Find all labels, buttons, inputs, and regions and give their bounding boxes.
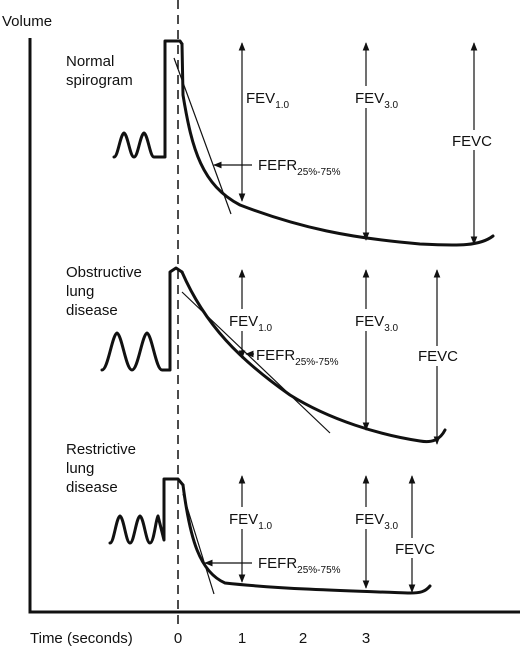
fev3-sub: 3.0 <box>384 521 398 532</box>
panel-normal: Normal spirogram FEV1.0 FEV3.0 FEFR25%-7… <box>66 39 496 247</box>
label-mask <box>228 309 272 331</box>
expiration-curve <box>180 42 495 247</box>
x-tick-3: 3 <box>362 630 370 647</box>
fefr-sub: 25%-75% <box>297 167 340 178</box>
label-mask <box>354 309 398 331</box>
label-mask <box>354 86 398 108</box>
fefr-main: FEFR <box>256 347 295 364</box>
panel-title-line: Restrictive <box>66 441 136 458</box>
fev1-main: FEV <box>246 90 275 107</box>
fevc-label: FEVC <box>418 348 458 365</box>
label-mask <box>393 538 439 558</box>
fev1-sub: 1.0 <box>258 521 272 532</box>
x-tick-0: 0 <box>174 630 182 647</box>
fev3-sub: 3.0 <box>384 100 398 111</box>
label-mask <box>354 507 398 529</box>
panel-title-line: lung <box>66 283 94 300</box>
fev3-main: FEV <box>355 511 384 528</box>
fefr-main: FEFR <box>258 555 297 572</box>
panel-title-line: Obstructive <box>66 264 142 281</box>
panel-restrictive: Restrictive lung disease FEV1.0 FEV3.0 F… <box>66 441 439 595</box>
fev3-main: FEV <box>355 90 384 107</box>
fev1-label: FEV1.0 <box>229 313 273 334</box>
panel-title-line: disease <box>66 302 118 319</box>
fev1-sub: 1.0 <box>275 100 289 111</box>
y-axis-label: Volume <box>2 13 52 30</box>
expiration-curve <box>180 270 447 444</box>
fevc-label: FEVC <box>452 133 492 150</box>
panel-title-line: Normal <box>66 53 114 70</box>
fev3-label: FEV3.0 <box>355 90 399 111</box>
fefr-tangent-line <box>182 493 215 595</box>
fefr-label: FEFR25%-75% <box>258 157 341 178</box>
label-mask <box>228 507 272 529</box>
label-mask <box>244 86 286 108</box>
panel-title-line: lung <box>66 460 94 477</box>
fev1-main: FEV <box>229 313 258 330</box>
fefr-label: FEFR25%-75% <box>256 347 339 368</box>
fefr-sub: 25%-75% <box>297 565 340 576</box>
fev3-label: FEV3.0 <box>355 313 399 334</box>
panel-title-line: spirogram <box>66 72 133 89</box>
fefr-tangent-line <box>173 57 232 215</box>
x-tick-1: 1 <box>238 630 246 647</box>
fefr-label: FEFR25%-75% <box>258 555 341 576</box>
fevc-label: FEVC <box>395 541 435 558</box>
fev1-main: FEV <box>229 511 258 528</box>
tidal-breathing-trace <box>108 477 185 545</box>
fev1-label: FEV1.0 <box>229 511 273 532</box>
expiration-curve <box>181 483 432 595</box>
axes-frame <box>28 38 520 614</box>
x-tick-2: 2 <box>299 630 307 647</box>
panel-title: Obstructive lung disease <box>66 264 146 319</box>
fev1-sub: 1.0 <box>258 323 272 334</box>
fefr-tangent-line <box>181 291 331 434</box>
fefr-main: FEFR <box>258 157 297 174</box>
tidal-breathing-trace <box>112 39 184 159</box>
fev3-sub: 3.0 <box>384 323 398 334</box>
panel-title: Restrictive lung disease <box>66 441 140 496</box>
tidal-breathing-trace <box>100 266 184 372</box>
label-mask <box>416 346 460 366</box>
panel-title: Normal spirogram <box>66 53 133 89</box>
fev1-label: FEV1.0 <box>246 90 290 111</box>
x-axis-label: Time (seconds) <box>30 630 133 647</box>
panel-title-line: disease <box>66 479 118 496</box>
fev3-label: FEV3.0 <box>355 511 399 532</box>
panel-obstructive: Obstructive lung disease FEV1.0 FEV3.0 F… <box>66 264 460 445</box>
label-mask <box>450 130 496 150</box>
fev3-main: FEV <box>355 313 384 330</box>
fefr-sub: 25%-75% <box>295 357 338 368</box>
